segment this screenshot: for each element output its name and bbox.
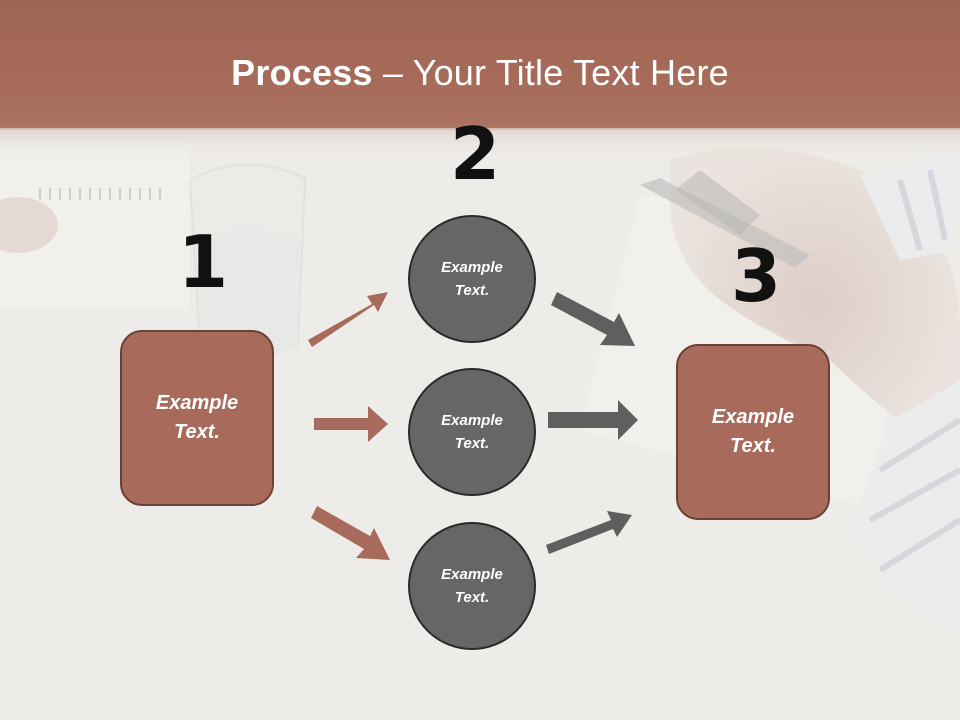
arrow-from-circle-1	[551, 292, 635, 346]
slide-title: Process – Your Title Text Here	[0, 52, 960, 94]
arrow-to-circle-2	[314, 406, 388, 442]
step-box-left: Example Text.	[120, 330, 274, 506]
step-number-3: 3	[731, 234, 782, 318]
box-right-line1: Example	[711, 406, 795, 428]
arrow-from-circle-3	[546, 511, 632, 554]
circle-2-line2: Text.	[454, 435, 490, 452]
title-bold: Process	[231, 52, 373, 93]
circle-2-line1: Example	[441, 412, 503, 429]
step-box-right: Example Text.	[676, 344, 830, 520]
arrow-to-circle-1	[308, 292, 388, 347]
step-number-2: 2	[450, 112, 501, 196]
box-left-line2: Text.	[174, 421, 220, 443]
step-number-1: 1	[178, 220, 229, 304]
arrow-from-circle-2	[548, 400, 638, 440]
arrow-to-circle-3	[311, 506, 390, 560]
box-right-line2: Text.	[730, 435, 776, 457]
title-rest: Your Title Text Here	[412, 52, 729, 93]
step-circle-1: Example Text.	[408, 215, 536, 343]
title-dash: –	[382, 52, 404, 93]
circle-1-line2: Text.	[454, 282, 490, 299]
step-circle-2: Example Text.	[408, 368, 536, 496]
gray-arrows	[546, 292, 638, 554]
circle-1-line1: Example	[441, 259, 503, 276]
circle-3-line1: Example	[441, 566, 503, 583]
brown-arrows	[308, 292, 390, 560]
circle-3-line2: Text.	[454, 589, 490, 606]
step-circle-3: Example Text.	[408, 522, 536, 650]
box-left-line1: Example	[155, 392, 239, 414]
